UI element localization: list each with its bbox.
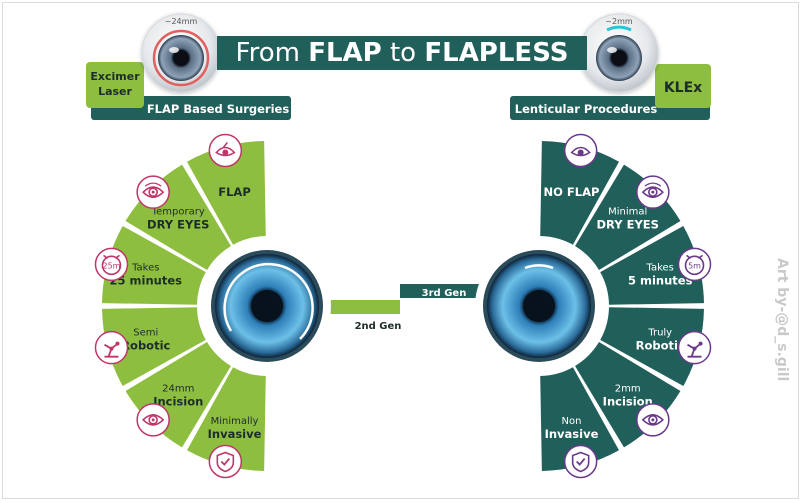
klex-label: KLEx — [664, 80, 702, 96]
klex-badge — [655, 64, 711, 108]
left-lens-size: ~24mm — [165, 17, 198, 26]
left-segment-5-line1: 24mm — [162, 384, 194, 395]
right-segment-3-line2: 5 minutes — [628, 274, 693, 288]
excimer-laser-badge — [86, 62, 144, 108]
left-segment-3-line2: 25 minutes — [110, 274, 183, 288]
right-lens-size: ~2mm — [605, 17, 633, 26]
svg-text:25m: 25m — [102, 261, 120, 270]
clock-icon: 5m — [677, 247, 712, 282]
shield-check-icon — [563, 444, 598, 479]
title-prefix: From — [235, 38, 309, 68]
left-segment-5-line2: Incision — [153, 395, 203, 409]
badge-line-1: Excimer — [90, 70, 140, 83]
title-bar — [217, 36, 587, 70]
right-segment-3-line1: Takes — [646, 263, 674, 274]
page-title: From FLAP to FLAPLESS — [217, 36, 587, 70]
right-segment-2-line2: DRY EYES — [597, 217, 659, 231]
left-segment-4-line2: Robotic — [121, 338, 170, 352]
right-segment-6-line1: Non — [562, 416, 582, 427]
right-central-eye — [475, 242, 603, 370]
right-segment-2-line1: Minimal — [608, 206, 647, 217]
svg-text:5m: 5m — [688, 261, 701, 270]
left-segment-1-line2: FLAP — [218, 185, 251, 199]
connector-right-label: 3rd Gen — [422, 288, 467, 299]
no-flap-eye-icon — [563, 133, 598, 168]
dry-eye-icon — [636, 175, 670, 209]
robot-arm-icon — [677, 330, 712, 365]
right-segment-5-line1: 2mm — [615, 384, 641, 395]
left-segment-2-line2: DRY EYES — [147, 217, 209, 231]
connector-divider — [306, 298, 484, 300]
clock-icon: 25m — [94, 247, 129, 282]
badge-line-2: Laser — [98, 85, 132, 98]
left-lens-eye-icon — [141, 13, 221, 93]
flap-eye-icon — [208, 133, 243, 168]
title-word-flapless: FLAPLESS — [424, 38, 569, 68]
left-segment-1: FLAP — [187, 133, 266, 245]
left-central-eye — [203, 242, 331, 370]
eye-icon — [636, 403, 670, 437]
connector-3rd-gen — [400, 284, 484, 300]
left-segment-4-line1: Semi — [133, 327, 158, 338]
robot-arm-icon — [94, 330, 129, 365]
right-segment-5-line2: Incision — [603, 395, 653, 409]
eye-icon — [136, 403, 170, 437]
left-segment-6-line1: Minimally — [211, 416, 259, 427]
dry-eye-icon — [136, 175, 170, 209]
right-segment-6-line2: Invasive — [545, 427, 599, 441]
right-segment-1: NO FLAP — [540, 133, 619, 245]
left-segment-3-line1: Takes — [131, 263, 159, 274]
left-segment-2-line1: Temporary — [151, 206, 205, 217]
right-segment-1-line2: NO FLAP — [544, 185, 600, 199]
connector-left-label: 2nd Gen — [355, 321, 402, 332]
right-header-label: Lenticular Procedures — [515, 102, 658, 116]
title-word-flap: FLAP — [308, 38, 382, 68]
right-segment-4-line2: Robotic — [636, 338, 685, 352]
left-segment-6-line2: Invasive — [208, 427, 262, 441]
right-segment-4-line1: Truly — [647, 327, 672, 338]
title-middle: to — [381, 38, 425, 68]
watermark: Art by-@d_s.gill — [774, 258, 790, 382]
left-header-label: FLAP Based Surgeries — [147, 102, 290, 116]
right-lens-eye-icon — [579, 13, 659, 93]
shield-check-icon — [208, 444, 243, 479]
